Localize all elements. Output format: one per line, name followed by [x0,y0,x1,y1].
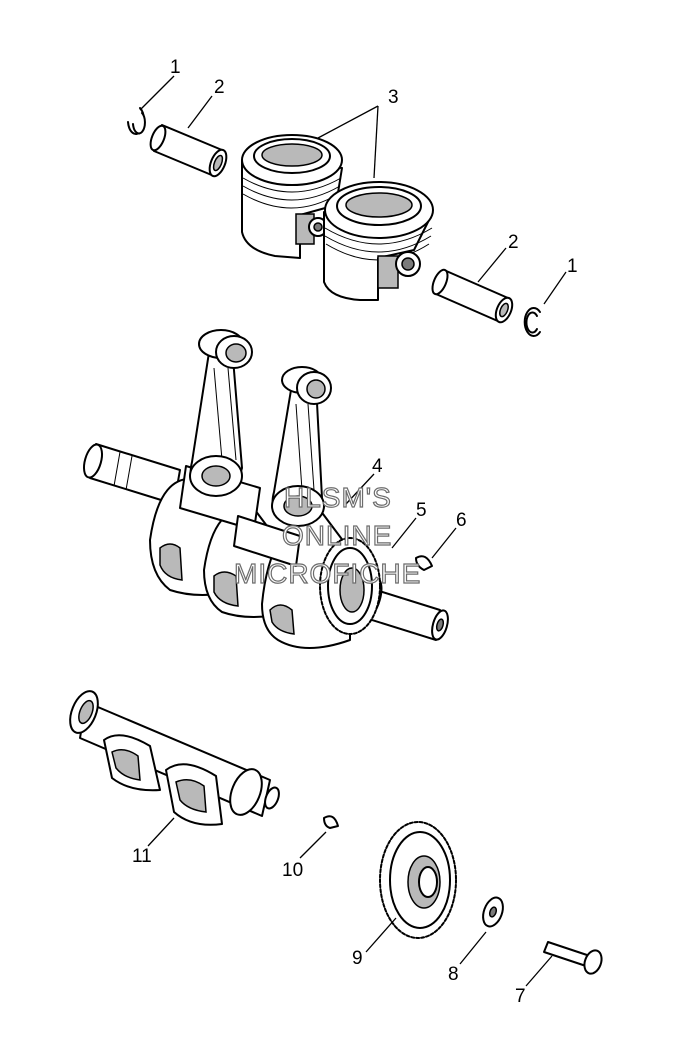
callout-labels: 1 2 3 2 1 4 5 6 11 10 9 8 7 [132,57,578,1007]
callout-4: 4 [372,456,383,477]
piston-front [323,181,434,301]
circlip-lower-right [523,307,541,337]
watermark-line-2: ONLINE [282,520,392,551]
callout-7: 7 [515,986,526,1007]
circlip-upper-left [127,107,146,136]
callout-9: 9 [352,948,363,969]
woodruff-key-crank [415,555,433,571]
callout-2-upper: 2 [214,77,225,98]
callout-11: 11 [132,846,152,867]
bolt [543,941,603,975]
woodruff-key-balance [323,815,339,829]
balance-shaft [69,690,280,826]
callout-5: 5 [416,500,427,521]
piston-rear [241,134,343,259]
piston-pin-lower-right [431,268,514,324]
watermark-line-3: MICROFICHE [234,558,421,589]
crankshaft-gear [319,537,381,635]
leader-lines [139,75,567,987]
callout-2-lower: 2 [508,232,519,253]
callout-1-upper: 1 [170,57,181,78]
callout-3: 3 [388,87,399,108]
callout-6: 6 [456,510,467,531]
watermark: HLSM'S ONLINE MICROFICHE [233,481,421,589]
watermark-line-1: HLSM'S [284,482,392,513]
balance-shaft-gear [379,821,457,939]
crankshaft-assembly [82,329,449,649]
washer [482,896,504,928]
piston-pin-upper-left [149,124,228,178]
callout-1-lower: 1 [567,256,578,277]
callout-8: 8 [448,964,459,985]
callout-10: 10 [282,860,303,881]
